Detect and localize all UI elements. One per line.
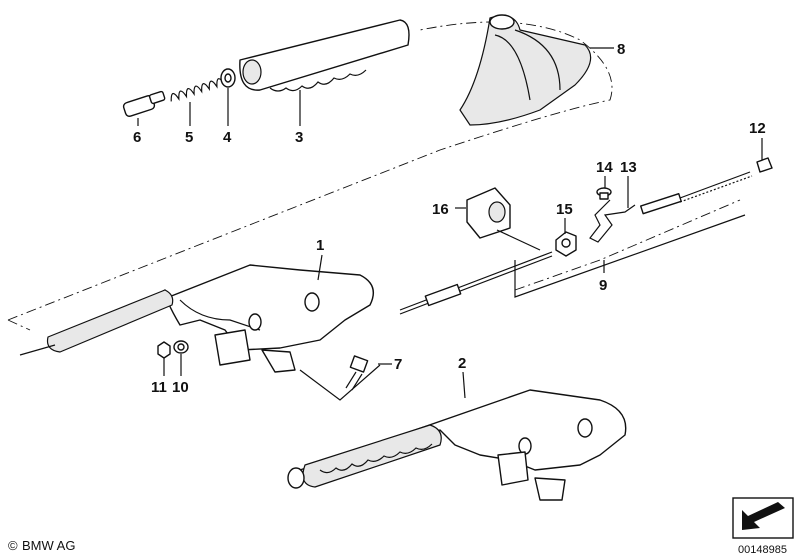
callout-7: 7 [394, 356, 402, 373]
part-7-bolt [345, 355, 369, 391]
callout-16: 16 [432, 201, 449, 218]
part-1-lever-assembly [19, 264, 374, 373]
reference-box [732, 497, 794, 539]
part-8-boot [459, 14, 592, 126]
callout-2: 2 [458, 355, 466, 372]
part-16-bushing [466, 187, 511, 239]
callout-5: 5 [185, 129, 193, 146]
leader-16-cable [496, 229, 541, 251]
part-11-nut [157, 341, 171, 359]
bracket-9 [514, 214, 746, 298]
callout-4: 4 [223, 129, 232, 146]
callout-10: 10 [172, 379, 189, 396]
copyright-symbol: © [8, 538, 18, 553]
callout-3: 3 [295, 129, 303, 146]
callout-1: 1 [316, 237, 324, 254]
bracket-11-10 [299, 364, 381, 401]
part-6-pin [122, 90, 166, 117]
part-2-lever-assembly [287, 389, 627, 501]
cable-assembly [399, 251, 553, 315]
part-5-spring [170, 78, 225, 102]
part-15-nut [555, 231, 577, 257]
callout-12: 12 [749, 120, 766, 137]
part-14-clip [596, 187, 612, 200]
arrow-icon [742, 502, 785, 530]
callout-13: 13 [620, 159, 637, 176]
part-10-nut [173, 340, 189, 354]
assembly-dash-outline [7, 21, 741, 331]
part-13-wire-spring [589, 199, 636, 243]
callout-8: 8 [617, 41, 625, 58]
callout-6: 6 [133, 129, 141, 146]
callout-9: 9 [599, 277, 607, 294]
callout-11: 11 [151, 379, 167, 396]
part-4-washer [220, 68, 236, 88]
callout-14: 14 [596, 159, 613, 176]
part-12-cable [639, 157, 773, 215]
callout-15: 15 [556, 201, 573, 218]
leader-lines [137, 47, 763, 399]
copyright-brand: BMW AG [22, 538, 75, 553]
reference-number: 00148985 [738, 544, 787, 556]
part-3-handle-grip [239, 19, 410, 92]
